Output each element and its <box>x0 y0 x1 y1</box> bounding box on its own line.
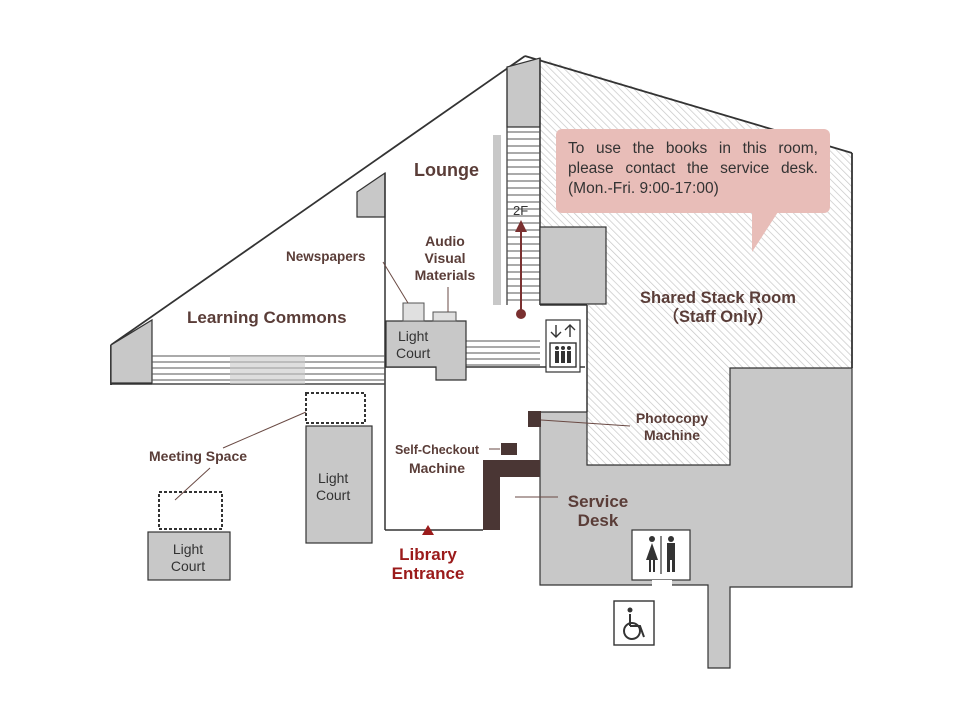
label-light-court-bottom: Light Court <box>170 541 206 574</box>
left-corner-column <box>110 318 153 384</box>
light-court-upper <box>385 320 467 381</box>
stairs-lounge <box>507 131 540 301</box>
av-shelf <box>432 311 457 322</box>
stair-up-arrow-icon <box>515 220 527 319</box>
entrance-triangle-icon <box>422 525 434 535</box>
label-self-checkout: Self-Checkout Machine <box>394 443 480 476</box>
label-audio-visual: Audio Visual Materials <box>414 233 476 283</box>
label-meeting-space: Meeting Space <box>149 448 248 464</box>
top-column <box>506 57 541 128</box>
callout-pointer <box>752 212 778 252</box>
label-newspapers: Newspapers <box>286 249 366 264</box>
label-photocopy: Photocopy Machine <box>635 410 709 443</box>
label-service-desk: Service Desk <box>567 492 629 530</box>
staff-only-notice <box>556 129 830 213</box>
light-court-mid <box>305 425 373 544</box>
meeting-space-a <box>305 392 366 424</box>
elevator-shaft-block <box>539 226 607 305</box>
wheelchair-icon <box>613 600 655 646</box>
self-checkout-machine <box>501 443 517 455</box>
service-desk-counter <box>483 460 540 530</box>
service-area-block <box>539 367 853 669</box>
label-lounge: Lounge <box>414 160 479 180</box>
floor-indicator: 2F <box>513 203 529 218</box>
label-learning-commons: Learning Commons <box>187 308 347 327</box>
label-shared-stack-room: Shared Stack Room （Staff Only） <box>640 289 796 326</box>
wall-column <box>356 171 386 218</box>
stair-rail <box>493 135 501 305</box>
notice-text: To use the books in this room, please co… <box>568 140 818 197</box>
stairs-light-court <box>466 340 540 366</box>
label-light-court-mid: Light Court <box>316 470 351 503</box>
label-light-court-upper: Light Court <box>396 328 431 361</box>
light-court-bottom <box>147 531 231 581</box>
photocopy-machine <box>528 411 541 427</box>
meeting-space-b <box>158 491 223 530</box>
newspaper-rack <box>402 302 425 322</box>
label-library-entrance: Library Entrance <box>391 545 465 583</box>
